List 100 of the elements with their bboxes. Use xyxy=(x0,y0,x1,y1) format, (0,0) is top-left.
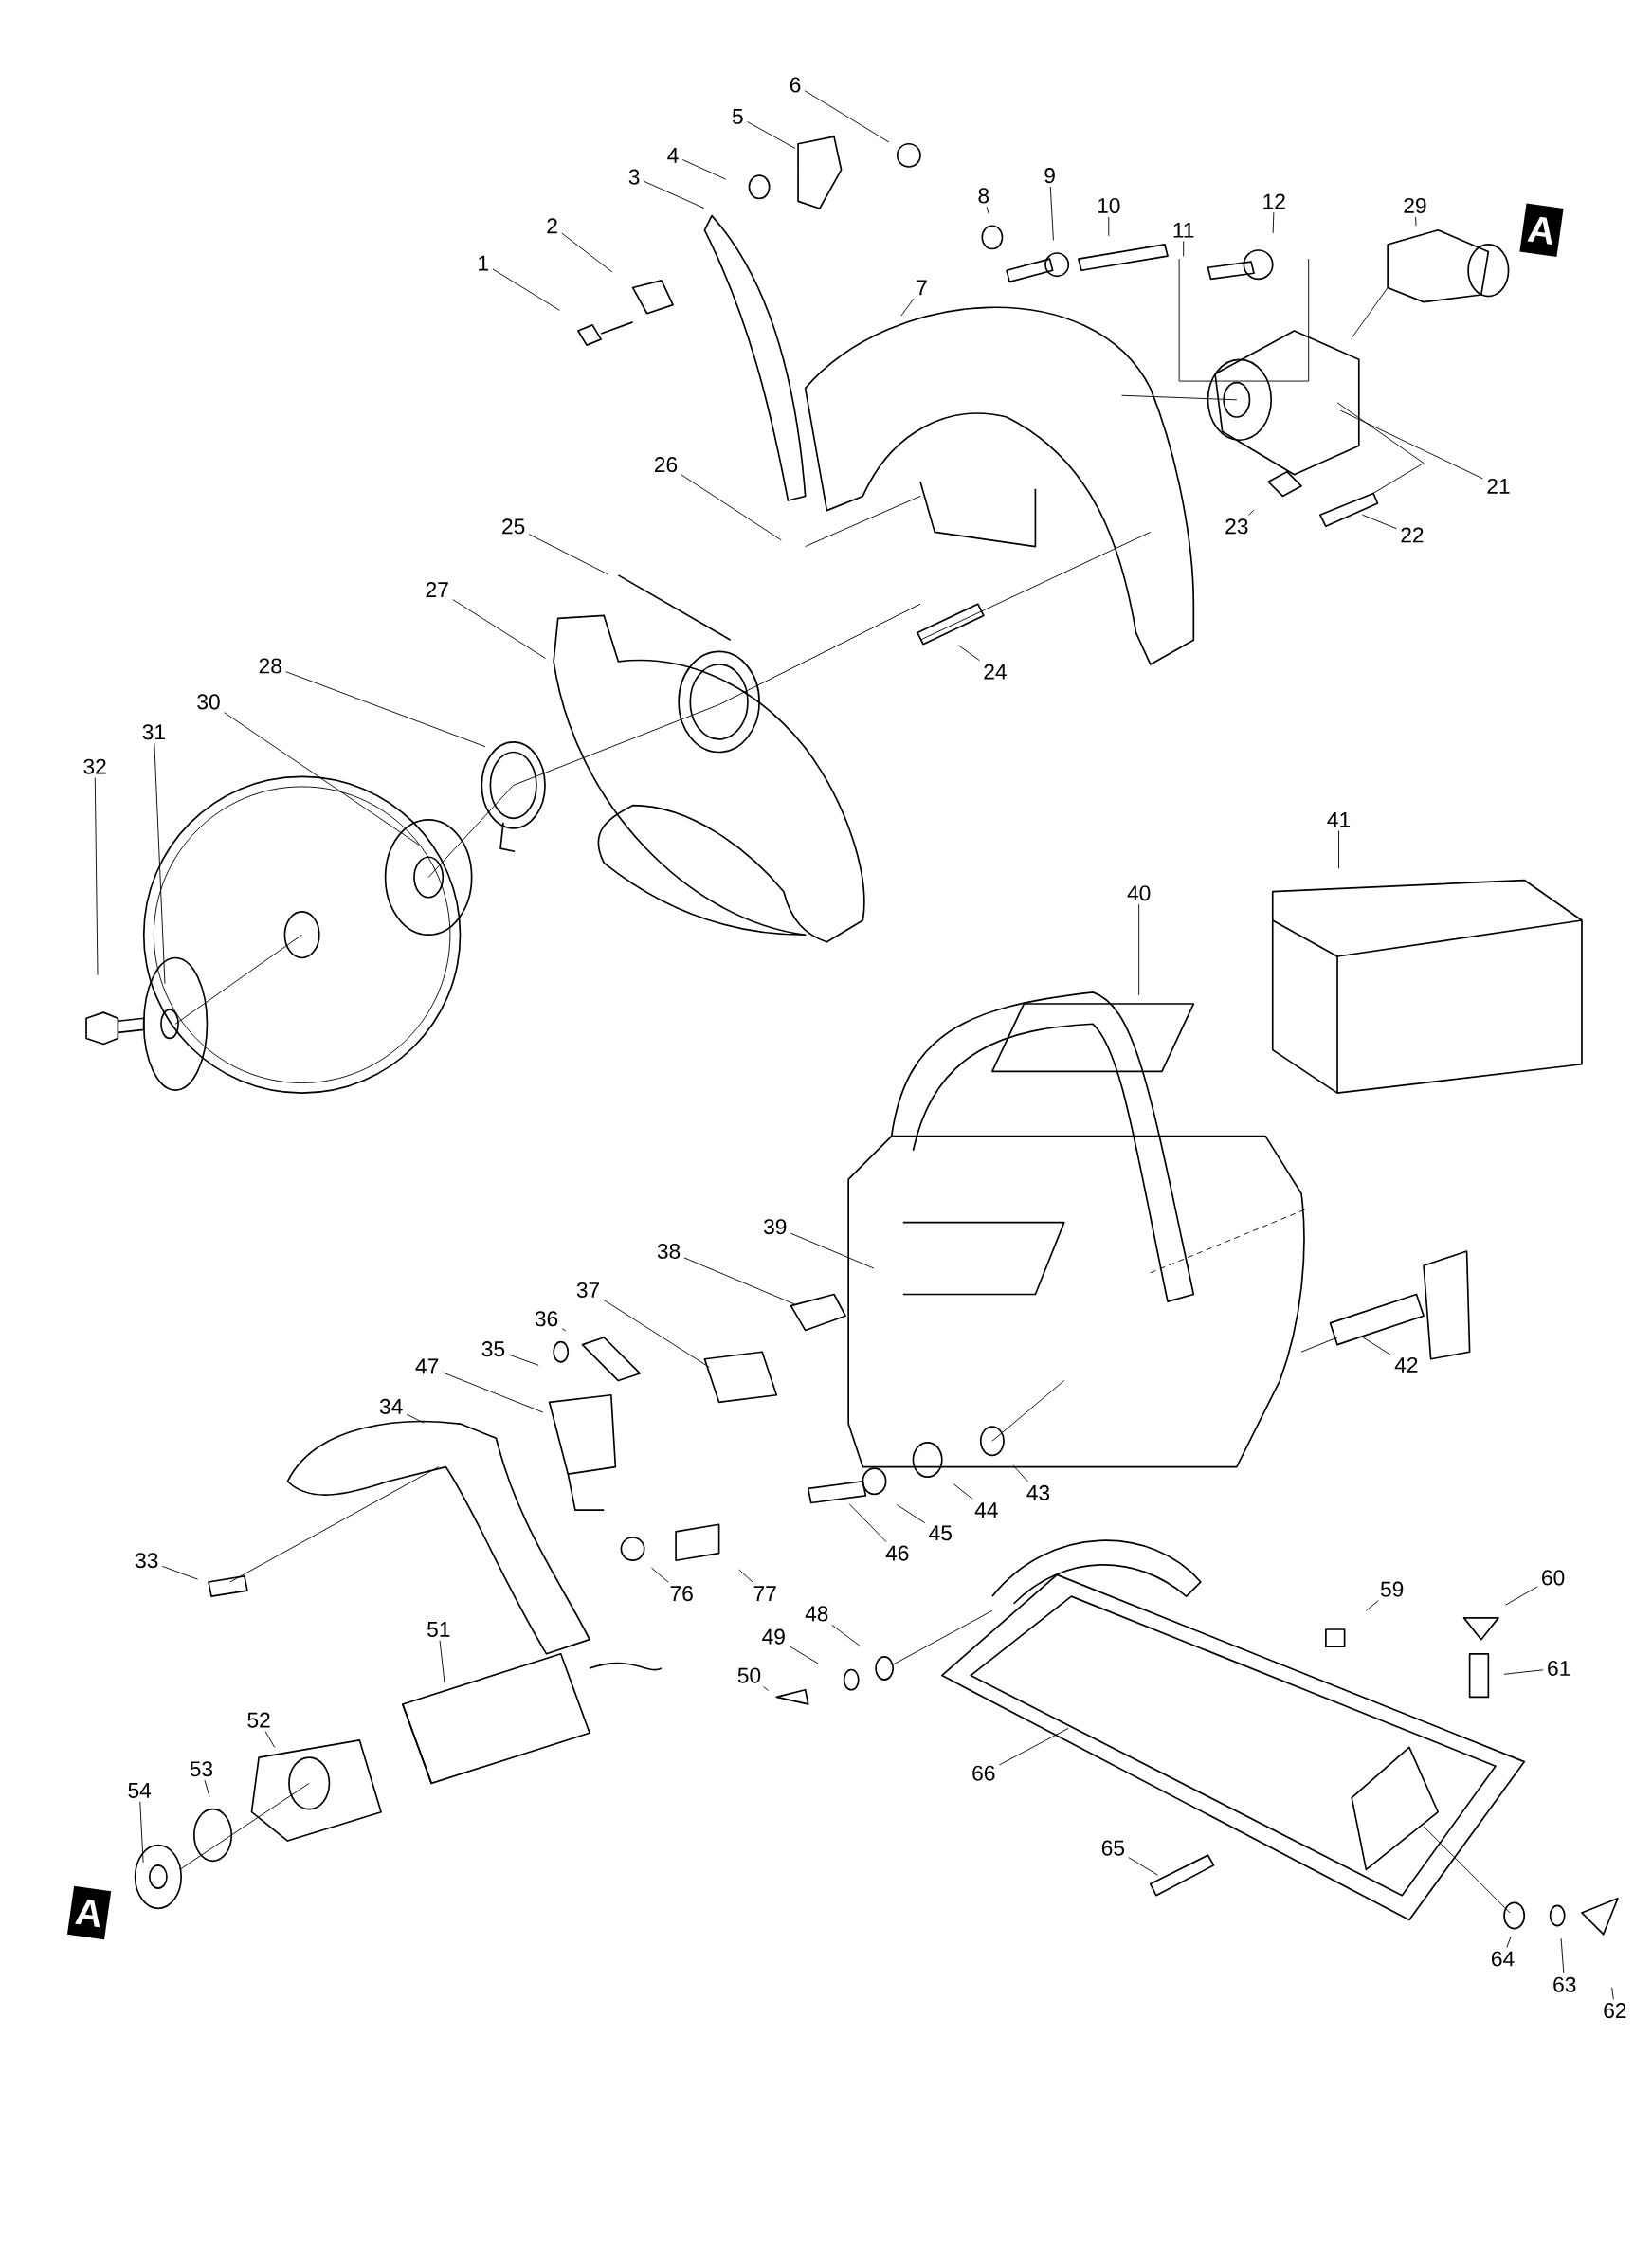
callout-number: 23 xyxy=(1225,518,1248,535)
callout-number: 38 xyxy=(657,1243,681,1260)
callout-number: 51 xyxy=(427,1622,450,1637)
leader-line xyxy=(1272,211,1275,234)
leader-line xyxy=(223,712,420,846)
callout-number: 35 xyxy=(481,1341,504,1357)
callout-number: 11 xyxy=(1173,222,1194,238)
callout-number: 77 xyxy=(753,1586,776,1601)
callout-number: 25 xyxy=(502,518,525,535)
leader-line xyxy=(508,1354,539,1366)
leader-line xyxy=(528,534,608,575)
leader-line xyxy=(900,298,915,317)
callout-number: 63 xyxy=(1553,1976,1576,1992)
leader-line xyxy=(896,1504,926,1524)
callout-number: 22 xyxy=(1401,527,1424,543)
leader-line xyxy=(1414,216,1417,227)
callout-number: 47 xyxy=(415,1358,438,1374)
callout-number: 36 xyxy=(535,1311,558,1327)
callout-number: 62 xyxy=(1604,2003,1626,2019)
callout-number: 3 xyxy=(628,169,640,185)
leader-line xyxy=(285,671,486,748)
callout-number: 21 xyxy=(1487,478,1510,494)
callout-number: 42 xyxy=(1394,1356,1418,1373)
callout-number: 50 xyxy=(737,1667,761,1683)
callout-number: 12 xyxy=(1263,193,1285,209)
leader-line xyxy=(1337,830,1339,869)
callout-number: 59 xyxy=(1380,1581,1404,1597)
leader-line xyxy=(139,1801,144,1864)
leader-line xyxy=(1504,1586,1538,1606)
leader-line xyxy=(804,90,890,143)
callout-number: 28 xyxy=(259,658,281,674)
leader-line xyxy=(986,206,989,214)
callout-number: 5 xyxy=(732,108,743,124)
callout-number: 53 xyxy=(190,1761,212,1777)
leader-line xyxy=(1503,1669,1544,1675)
callout-number: 41 xyxy=(1327,812,1350,827)
leader-line xyxy=(848,1503,887,1543)
leader-line xyxy=(738,1569,753,1583)
callout-number: 26 xyxy=(654,457,677,473)
callout-number: 54 xyxy=(128,1783,151,1798)
callout-number: 9 xyxy=(1044,168,1055,184)
callout-number: 60 xyxy=(1542,1570,1565,1586)
callout-number: 39 xyxy=(763,1219,787,1235)
leader-line xyxy=(650,1567,669,1583)
leader-line xyxy=(998,1727,1069,1766)
callout-number: 4 xyxy=(667,148,679,163)
leader-line xyxy=(442,1372,544,1413)
leader-line xyxy=(1049,186,1054,241)
leader-line xyxy=(763,1686,769,1691)
leader-line xyxy=(681,474,782,541)
leader-line xyxy=(161,1565,198,1580)
leader-line xyxy=(681,159,727,180)
leader-line xyxy=(1361,514,1397,530)
callout-number: 46 xyxy=(885,1545,909,1561)
callout-number: 49 xyxy=(762,1628,785,1645)
callout-number: 43 xyxy=(1026,1484,1049,1500)
callout-number: 30 xyxy=(197,694,220,710)
callout-number: 32 xyxy=(83,758,106,774)
callout-number: 7 xyxy=(917,280,927,296)
callout-number: 76 xyxy=(670,1586,693,1602)
leader-line xyxy=(492,268,560,311)
callout-number: 61 xyxy=(1548,1660,1570,1677)
leader-line xyxy=(439,1640,445,1683)
leader-line xyxy=(1128,1857,1158,1876)
leader-line xyxy=(643,180,705,209)
callout-number: 27 xyxy=(426,582,448,597)
callout-number: 44 xyxy=(974,1502,998,1518)
leader-line xyxy=(1560,1937,1565,1974)
leader-line xyxy=(683,1257,795,1305)
leader-line xyxy=(1360,1336,1391,1355)
leader-line xyxy=(264,1731,276,1748)
callout-number: 1 xyxy=(479,255,488,271)
callout-number: 29 xyxy=(1404,197,1426,213)
leader-line xyxy=(790,1232,875,1269)
callout-number: 40 xyxy=(1127,885,1151,901)
callout-number: 31 xyxy=(142,724,165,740)
leader-line xyxy=(1183,241,1184,257)
leader-line xyxy=(561,1328,567,1332)
leader-line xyxy=(406,1413,425,1424)
leader-line xyxy=(603,1300,710,1368)
leader-line xyxy=(452,599,546,659)
leader-line xyxy=(1108,216,1110,237)
callout-number: 2 xyxy=(547,218,557,234)
leader-line xyxy=(1247,509,1255,516)
callout-number: 37 xyxy=(576,1282,599,1298)
leader-line xyxy=(953,1483,973,1500)
callout-number: 52 xyxy=(247,1712,270,1728)
leader-line xyxy=(1611,1987,1614,2000)
leader-line xyxy=(1012,1464,1028,1482)
callout-number: 66 xyxy=(972,1765,995,1781)
callout-number: 8 xyxy=(978,188,989,204)
leader-line xyxy=(204,1779,210,1797)
leader-line xyxy=(1506,1936,1512,1948)
leader-line xyxy=(789,1646,819,1664)
callout-number: 64 xyxy=(1491,1951,1515,1967)
leader-line xyxy=(831,1624,860,1646)
callout-number: 10 xyxy=(1098,197,1120,213)
leader-line xyxy=(94,777,99,976)
callout-number: 34 xyxy=(379,1398,403,1414)
leader-line xyxy=(1366,1600,1379,1611)
